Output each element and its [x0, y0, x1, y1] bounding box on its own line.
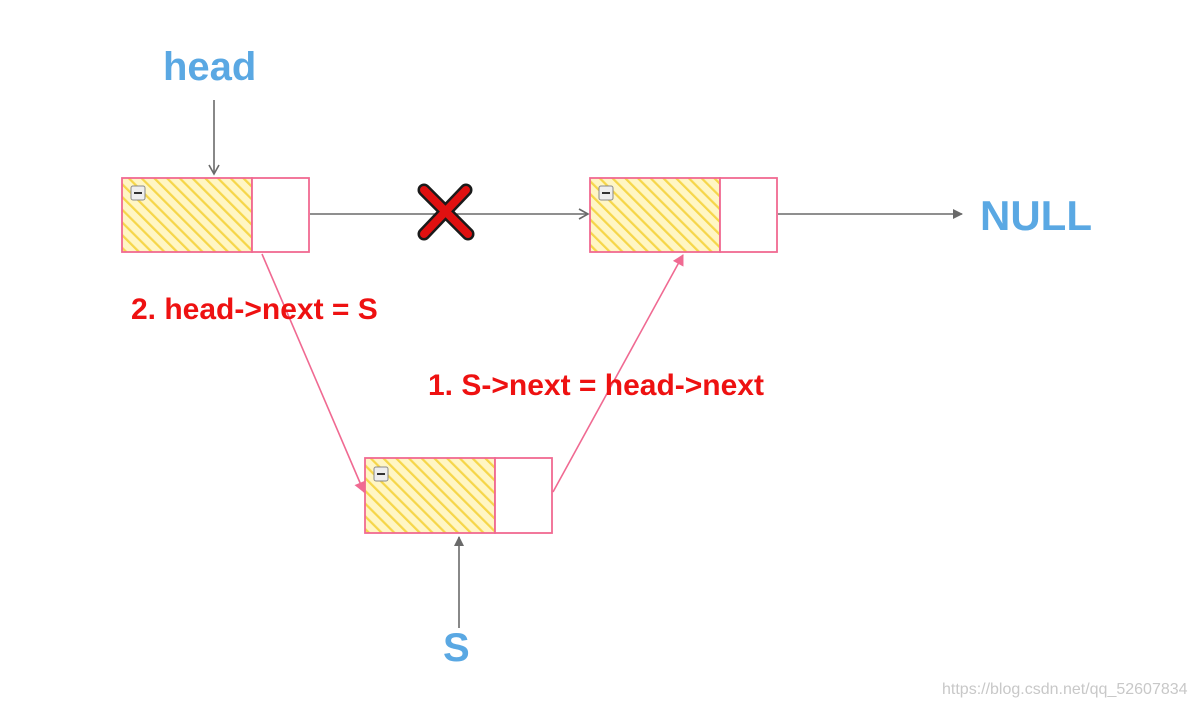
cross-mark-icon — [417, 183, 475, 241]
step-2-label: 2. head->next = S — [131, 293, 378, 326]
s-pointer-label: S — [443, 626, 470, 670]
minus-box-icon — [373, 466, 389, 482]
head-to-s-arrow — [261, 253, 366, 493]
list-node-next — [589, 177, 778, 253]
list-node-head — [121, 177, 310, 253]
node-next-field — [719, 177, 778, 253]
list-node-s — [364, 457, 553, 534]
node-next-field — [494, 457, 553, 534]
watermark: https://blog.csdn.net/qq_52607834 — [942, 681, 1188, 698]
step-1-label: 1. S->next = head->next — [428, 369, 764, 402]
node-next-field — [251, 177, 310, 253]
head-pointer-label: head — [163, 45, 256, 89]
node-data-field — [589, 177, 721, 253]
minus-box-icon — [598, 185, 614, 201]
null-label: NULL — [980, 192, 1092, 239]
s-to-next-arrow — [552, 254, 684, 493]
minus-box-icon — [130, 185, 146, 201]
